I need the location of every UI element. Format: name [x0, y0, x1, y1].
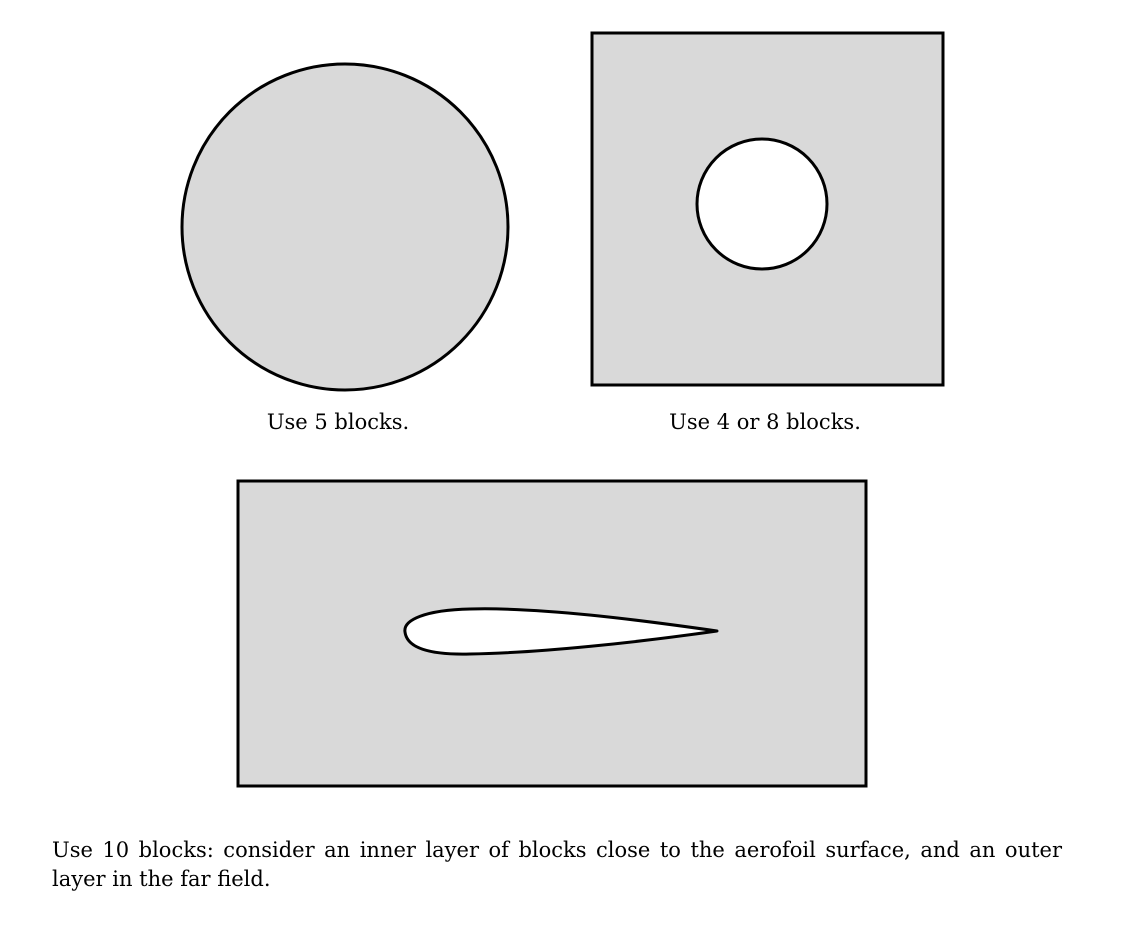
aerofoil-domain	[236, 479, 868, 788]
aerofoil-shape	[403, 607, 719, 656]
circle-domain	[180, 62, 510, 392]
circle-caption: Use 5 blocks.	[266, 410, 410, 434]
circular-hole	[695, 137, 829, 271]
square-with-hole-domain	[590, 31, 945, 387]
aerofoil-caption: Use 10 blocks: consider an inner layer o…	[52, 838, 1062, 891]
square-hole-caption: Use 4 or 8 blocks.	[669, 410, 861, 434]
